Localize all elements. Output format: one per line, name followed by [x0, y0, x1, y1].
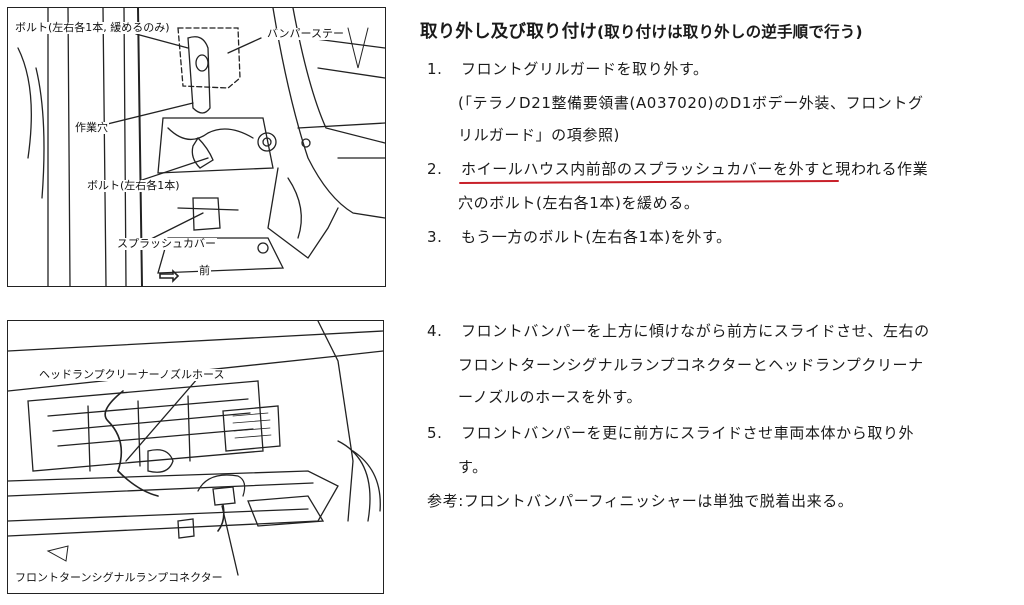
callout-headlamp-hose: ヘッドランプクリーナーノズルホース: [38, 368, 226, 381]
reference-note: 参考:フロントバンパーフィニッシャーは単独で脱着出来る。: [427, 492, 854, 510]
step-number: 3.: [427, 228, 443, 246]
callout-front: 前: [198, 264, 211, 277]
callout-bolt-each: ボルト(左右各1本): [86, 179, 181, 192]
step-number: 4.: [427, 322, 443, 340]
step-1-line-1: フロントグリルガードを取り外す。: [461, 60, 709, 78]
step-5-line-2: す。: [458, 458, 488, 476]
figure-2-drawing: [8, 321, 383, 576]
step-2-underlined-text: ホイールハウス内前部のスプラッシュカバーを外すと: [461, 160, 836, 178]
figure-1-drawing: [17, 8, 385, 286]
heading-sub: (取り付けは取り外しの逆手順で行う): [597, 23, 863, 41]
step-1-line-2: (「テラノD21整備要領書(A037020)のD1ボデー外装、フロントグ: [458, 94, 924, 112]
step-4-line-1: フロントバンパーを上方に傾けながら前方にスライドさせ、左右の: [461, 322, 930, 340]
step-number: 2.: [427, 160, 443, 178]
callout-splash-cover: スプラッシュカバー: [116, 237, 217, 250]
callout-bumper-stay: バンパーステー: [266, 27, 345, 40]
figure-bumper-connectors: ヘッドランプクリーナーノズルホース フロントターンシグナルランプコネクター: [7, 320, 384, 594]
figure-splash-cover: ボルト(左右各1本, 緩めるのみ) バンパーステー 作業穴 ボルト(左右各1本)…: [7, 7, 386, 287]
step-5-line-1: フロントバンパーを更に前方にスライドさせ車両本体から取り外: [461, 424, 915, 442]
callout-bolt-loosen: ボルト(左右各1本, 緩めるのみ): [14, 21, 171, 34]
step-3-line-1: もう一方のボルト(左右各1本)を外す。: [461, 228, 732, 246]
step-4-line-2: フロントターンシグナルランプコネクターとヘッドランプクリーナ: [458, 356, 924, 374]
step-2-line-2: 穴のボルト(左右各1本)を緩める。: [458, 194, 700, 212]
step-number: 1.: [427, 60, 443, 78]
procedure-heading: 取り外し及び取り付け(取り付けは取り外しの逆手順で行う): [420, 18, 863, 43]
heading-main: 取り外し及び取り付け: [420, 22, 597, 42]
step-1: 1. フロントグリルガードを取り外す。: [427, 52, 709, 86]
step-number: 5.: [427, 424, 443, 442]
step-4-line-3: ーノズルのホースを外す。: [458, 388, 643, 406]
step-4: 4. フロントバンパーを上方に傾けながら前方にスライドさせ、左右の: [427, 314, 930, 348]
step-5: 5. フロントバンパーを更に前方にスライドさせ車両本体から取り外: [427, 416, 914, 450]
step-1-line-3: リルガード」の項参照): [458, 126, 621, 144]
callout-turn-connector: フロントターンシグナルランプコネクター: [14, 571, 224, 584]
step-2-line-1-rest: 現われる作業: [835, 160, 929, 178]
callout-work-hole: 作業穴: [74, 121, 109, 134]
step-2: 2. ホイールハウス内前部のスプラッシュカバーを外すと現われる作業: [427, 152, 928, 186]
step-3: 3. もう一方のボルト(左右各1本)を外す。: [427, 220, 732, 254]
